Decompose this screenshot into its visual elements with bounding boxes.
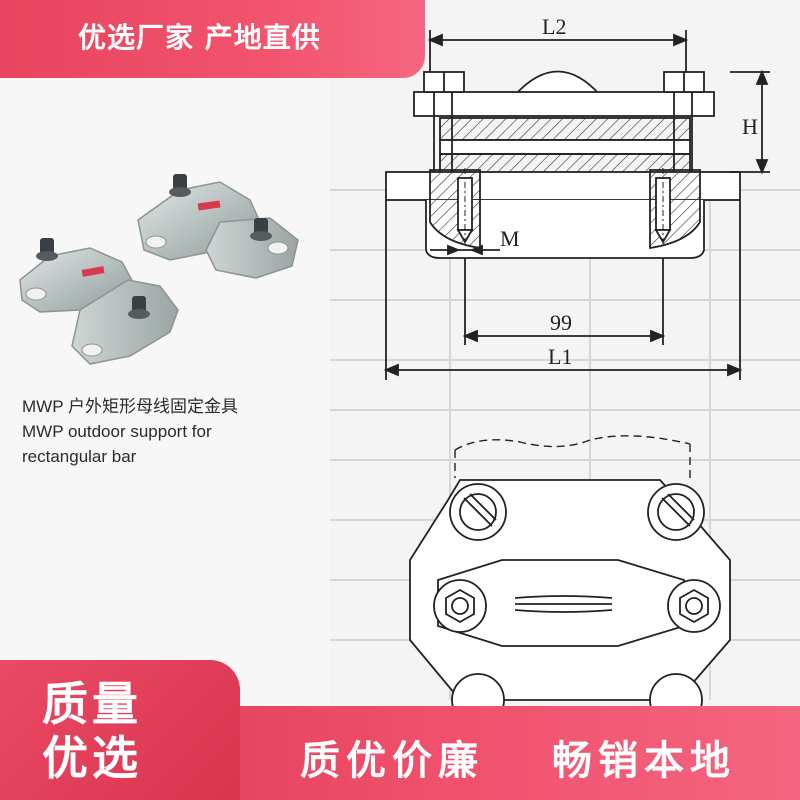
badge-line-1: 质量	[42, 677, 142, 731]
slogan-part-1: 质优价廉	[300, 738, 484, 784]
label-m: M	[500, 226, 520, 251]
product-caption: MWP 户外矩形母线固定金具 MWP outdoor support for r…	[22, 394, 322, 469]
fitting-back	[137, 174, 299, 279]
label-h: H	[742, 114, 758, 139]
label-l2: L2	[542, 14, 566, 39]
fitting-front	[19, 238, 179, 365]
product-photo	[19, 174, 299, 365]
technical-drawing: L2 H M 99 L1	[383, 14, 770, 727]
caption-english-line-1: MWP outdoor support for	[22, 422, 212, 441]
label-l1: L1	[548, 344, 572, 369]
label-99: 99	[550, 310, 572, 335]
slogan-part-2: 畅销本地	[552, 738, 736, 784]
top-banner: 优选厂家 产地直供	[0, 0, 425, 78]
top-view	[409, 435, 731, 727]
side-view	[383, 30, 770, 380]
banner-text: 优选厂家 产地直供	[78, 21, 321, 54]
quality-badge	[0, 660, 240, 800]
caption-english-line-2: rectangular bar	[22, 447, 137, 466]
badge-line-2: 优选	[42, 731, 142, 785]
caption-chinese: MWP 户外矩形母线固定金具	[22, 397, 238, 416]
